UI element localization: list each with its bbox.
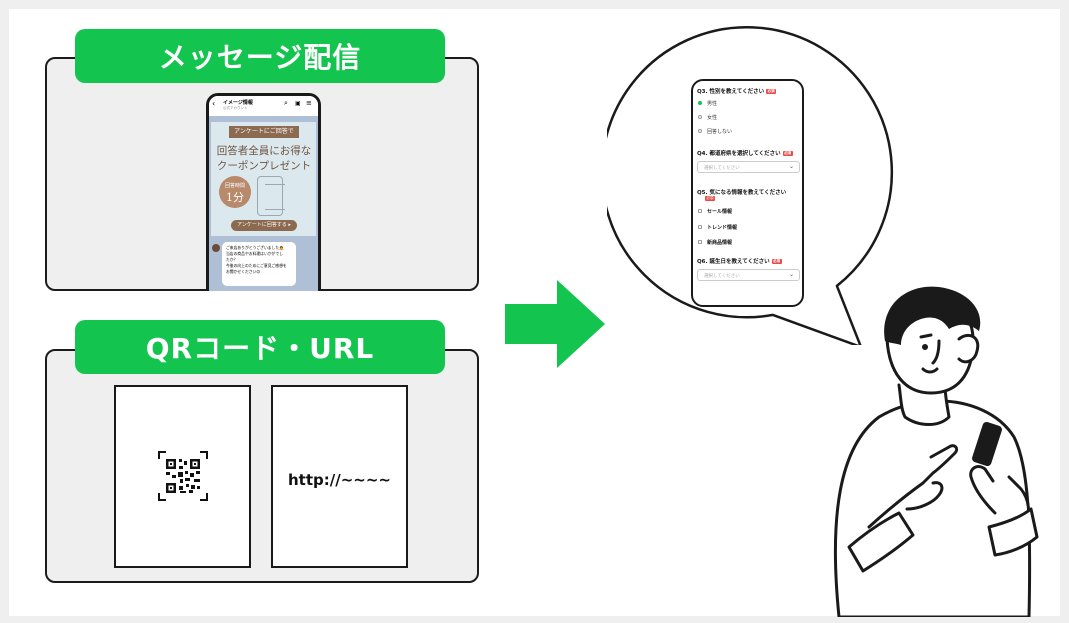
q6-select[interactable]: 選択してください ⌄ [697,269,800,281]
time-value: 1分 [226,191,244,204]
person-illustration [833,286,1039,617]
form-phone: Q3. 性別を教えてください必須 男性 女性 回答しない Q4. 都道府県を選択… [691,79,804,307]
banner-line-2: クーポンプレゼント [216,160,312,172]
qr-sheet [114,385,251,568]
q5-option-3: 新商品情報 [707,240,733,246]
bubble-line-5: お聞かせください😊 [226,269,261,274]
q5-required-badge: 必須 [705,196,715,201]
q5-option-2-check[interactable] [698,225,702,229]
chat-header-sub: 公式アカウント [223,106,248,110]
phone-illustration [257,176,283,216]
q5-option-1: セール情報 [707,209,733,215]
url-sheet: http://~~~~ [271,385,408,568]
url-text: http://~~~~ [288,471,391,489]
time-circle: 回答時間 1分 [219,176,251,208]
q4-required-badge: 必須 [782,151,793,156]
q3-required-badge: 必須 [766,89,777,94]
chevron-down-icon: ⌄ [788,163,794,170]
message-bubble: ご来店ありがとうございました🙇 当店の商品やお料理はいかがでし たか？ 今後の向… [222,242,296,286]
right-arrow-icon [505,280,605,368]
q3-option-3: 回答しない [707,129,733,135]
menu-icon[interactable]: ≡ [306,99,312,107]
answer-button[interactable]: アンケートに回答する ▸ [231,220,297,231]
bubble-line-1: ご来店ありがとうございました🙇 [226,245,284,250]
q3-option-1: 男性 [707,101,718,107]
checklist-illustration [265,184,285,210]
q6-select-placeholder: 選択してください [704,274,740,279]
bubble-line-2: 当店の商品やお料理はいかがでし [226,251,283,256]
shop-avatar [212,244,220,252]
q3-option-2: 女性 [707,115,718,121]
search-icon[interactable]: ⌕ [284,99,288,107]
chevron-down-icon: ⌄ [788,271,794,278]
bubble-line-4: 今後の向上のためにご意見ご感想を [226,263,287,268]
q5-label: Q5. 気になる情報を教えてください [697,190,787,196]
back-icon[interactable]: ‹ [212,99,216,108]
chat-header: ‹ イメージ情報 公式アカウント ⌕ ▣ ≡ [209,96,318,116]
q5-option-1-check[interactable] [698,209,702,213]
q4-select-placeholder: 選択してください [704,166,740,171]
qr-code-icon [158,451,208,501]
q5-option-3-check[interactable] [698,240,702,244]
q6-required-badge: 必須 [771,259,782,264]
canvas: メッセージ配信 ‹ イメージ情報 公式アカウント ⌕ ▣ ≡ アンケートにご回答… [9,9,1060,617]
bubble-line-3: たか？ [226,257,238,262]
q3-option-3-radio[interactable] [698,129,702,133]
banner-tag: アンケートにご回答で [229,126,299,138]
survey-banner[interactable]: アンケートにご回答で 回答者全員にお得な クーポンプレゼント 回答時間 1分 ア… [211,122,316,236]
qr-title-pill: QRコード・URL [75,320,445,374]
note-icon[interactable]: ▣ [295,100,301,107]
q3-label: Q3. 性別を教えてください必須 [697,89,777,95]
q4-select[interactable]: 選択してください ⌄ [697,161,800,173]
q5-option-2: トレンド情報 [707,225,738,231]
chat-header-name: イメージ情報 [223,100,253,106]
q3-option-1-radio[interactable] [698,101,702,105]
message-title-pill: メッセージ配信 [75,29,445,83]
qr-panel [45,349,479,583]
q3-option-2-radio[interactable] [698,115,702,119]
chat-phone: ‹ イメージ情報 公式アカウント ⌕ ▣ ≡ アンケートにご回答で 回答者全員に… [206,93,321,291]
time-label: 回答時間 [224,183,245,189]
banner-line-1: 回答者全員にお得な [216,145,312,157]
q4-label: Q4. 都道府県を選択してください必須 [697,151,793,157]
q6-label: Q6. 誕生日を教えてください必須 [697,259,782,265]
